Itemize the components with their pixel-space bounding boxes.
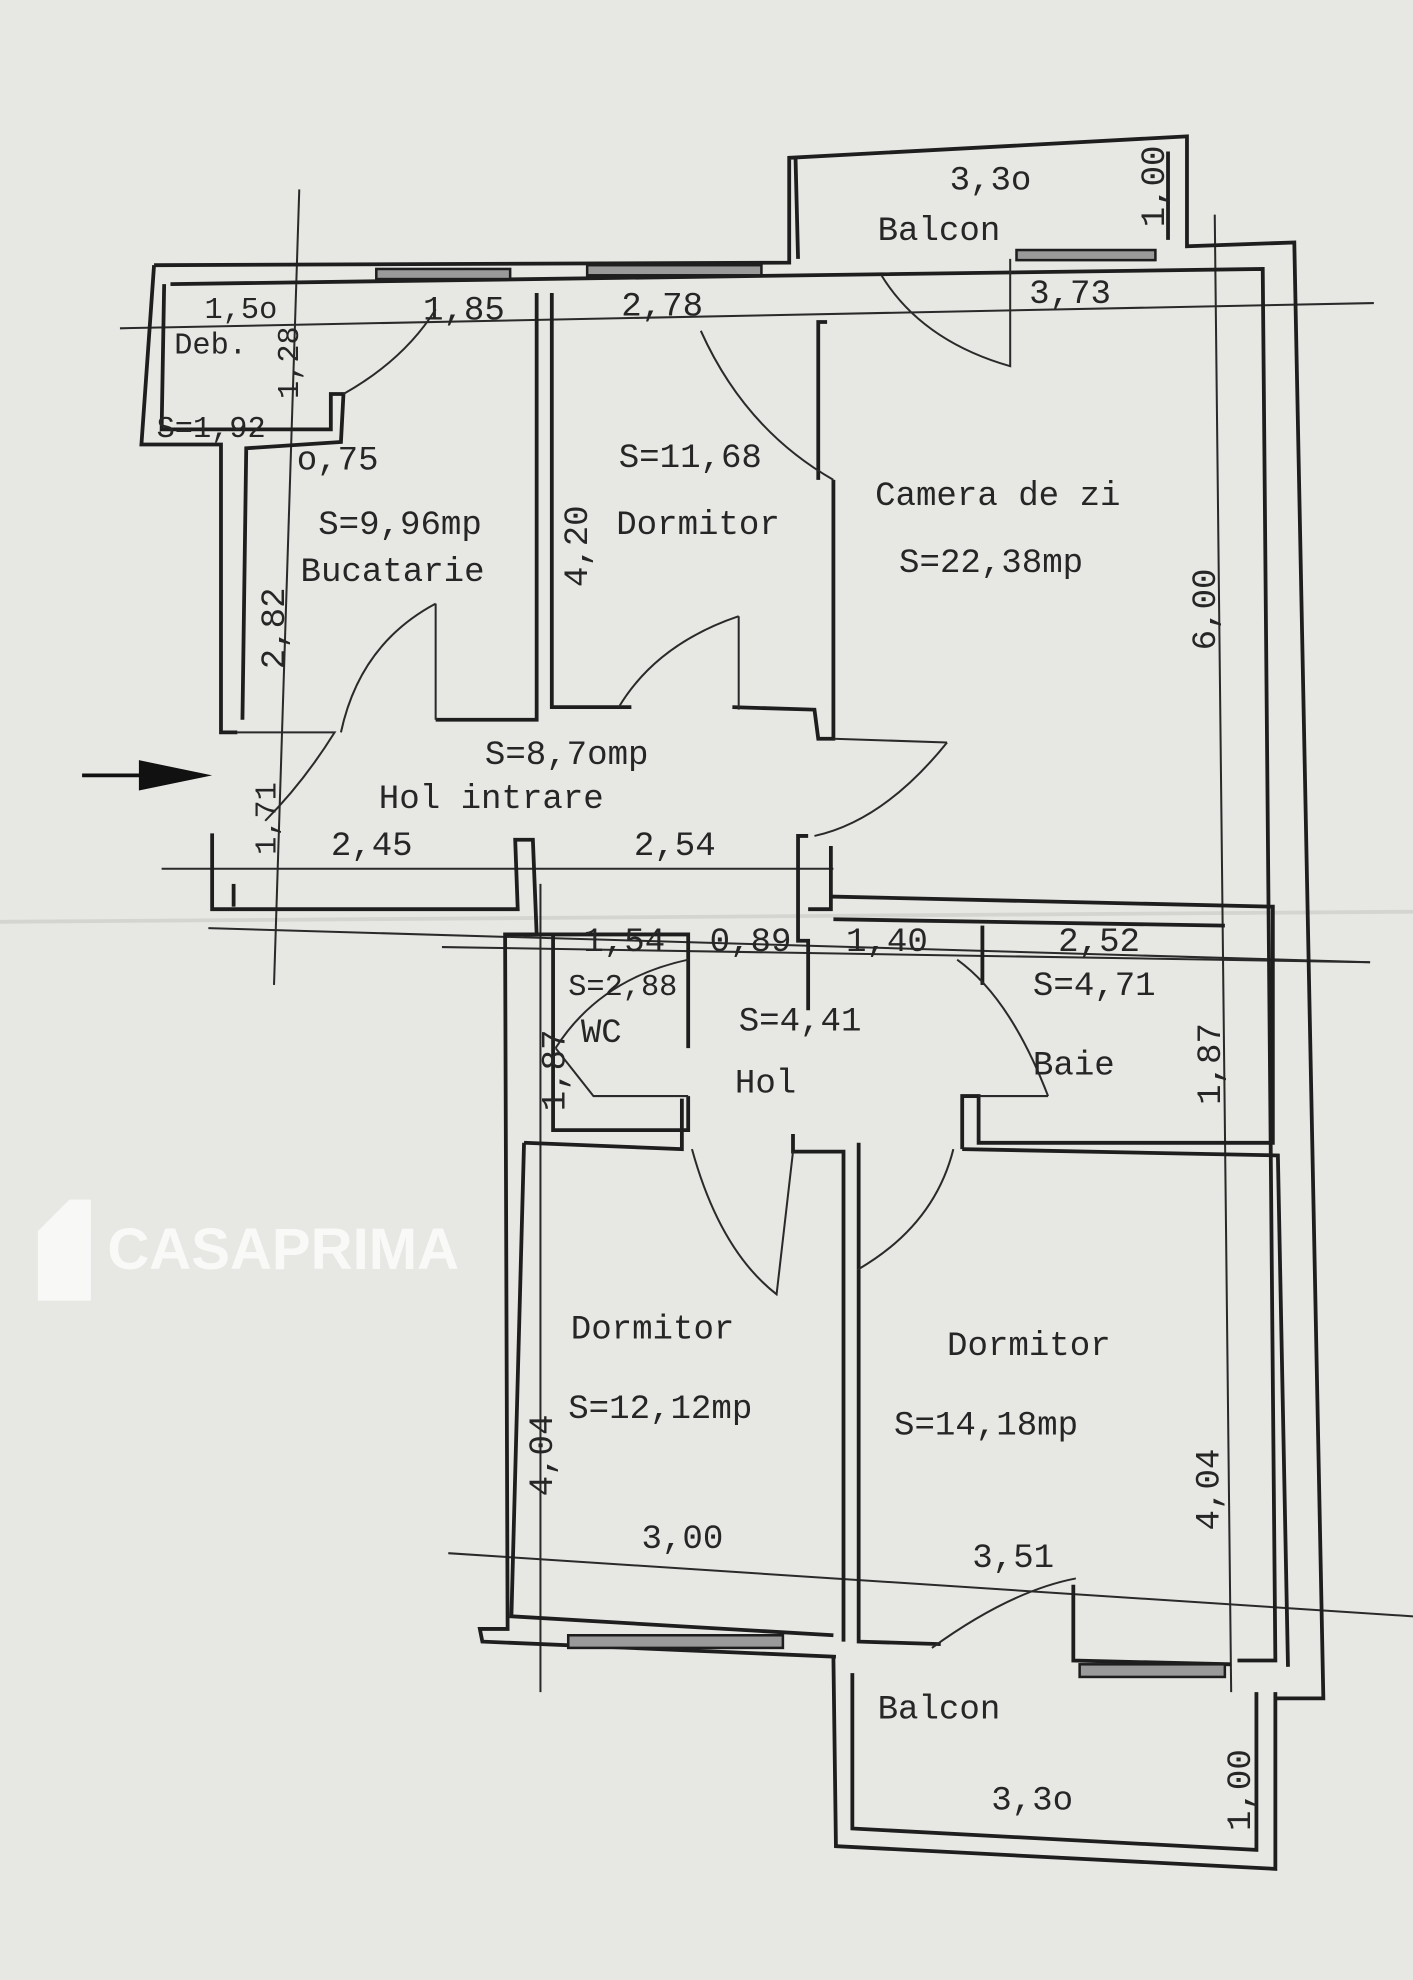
dormitor1-width: 2,78 <box>621 289 703 327</box>
paper-fold <box>0 909 1413 924</box>
hol-intrare-height: 1,71 <box>251 782 285 855</box>
balcon-top-depth: 1,00 <box>1137 145 1175 227</box>
dormitor1-name: Dormitor <box>616 507 780 545</box>
wc-height: 1,87 <box>537 1029 575 1111</box>
entrance-arrow-icon <box>82 760 213 791</box>
hol-intrare-width-right: 2,54 <box>634 828 716 866</box>
dormitor2-height: 4,04 <box>525 1415 563 1497</box>
dormitor1-height: 4,20 <box>560 505 598 587</box>
camera-area: S=22,38mp <box>899 545 1083 583</box>
walls <box>139 134 1326 1871</box>
dormitor2-area: S=12,12mp <box>568 1391 752 1429</box>
baie-area: S=4,71 <box>1033 968 1156 1006</box>
baie-name: Baie <box>1033 1048 1115 1086</box>
construction-lines <box>119 189 1413 1693</box>
wc-width: 1,54 <box>583 924 665 962</box>
baie-height: 1,87 <box>1193 1023 1231 1105</box>
balcon-top-width: 3,3o <box>950 162 1032 200</box>
bucatarie-area: S=9,96mp <box>318 507 482 545</box>
wc-area: S=2,88 <box>568 971 677 1005</box>
balcon-bottom-depth: 1,00 <box>1223 1749 1261 1831</box>
dormitor2-width: 3,00 <box>641 1521 723 1559</box>
bucatarie-dim-small: o,75 <box>297 443 379 481</box>
dormitor3-area: S=14,18mp <box>894 1407 1078 1445</box>
hol-intrare-width-left: 2,45 <box>331 828 413 866</box>
camera-height: 6,00 <box>1188 569 1226 651</box>
bucatarie-name: Bucatarie <box>301 554 485 592</box>
balcon-bottom-width: 3,3o <box>991 1783 1073 1821</box>
watermark-text: CASAPRIMA <box>107 1217 459 1282</box>
hol-width-a: 0,89 <box>710 924 792 962</box>
camera-width: 3,73 <box>1029 276 1111 314</box>
wc-name: WC <box>581 1015 622 1053</box>
dormitor1-area: S=11,68 <box>619 440 762 478</box>
bucatarie-height: 2,82 <box>257 587 295 669</box>
door-swings <box>237 258 1077 1649</box>
hol-intrare-name: Hol intrare <box>379 781 604 819</box>
dormitor3-name: Dormitor <box>947 1328 1111 1366</box>
windows <box>375 248 1227 1679</box>
debara-name: Deb. <box>174 330 247 364</box>
debara-dim: 1,28 <box>274 326 308 399</box>
hol-intrare-area: S=8,7omp <box>485 737 649 775</box>
debara-width: 1,5o <box>205 294 278 328</box>
watermark-logo: CASAPRIMA <box>37 1199 459 1301</box>
dormitor3-height: 4,04 <box>1192 1449 1230 1531</box>
balcon-top-name: Balcon <box>878 213 1001 251</box>
hol-width-b: 1,40 <box>846 924 928 962</box>
hol-name: Hol <box>735 1065 796 1103</box>
balcon-bottom-name: Balcon <box>878 1692 1001 1730</box>
camera-name: Camera de zi <box>875 478 1120 516</box>
labels: 3,3o Balcon 1,00 1,5o Deb. 1,28 S=1,92 1… <box>157 145 1262 1831</box>
debara-area: S=1,92 <box>157 413 266 447</box>
dormitor3-width: 3,51 <box>972 1540 1054 1578</box>
hol-area: S=4,41 <box>739 1003 862 1041</box>
baie-width: 2,52 <box>1058 924 1140 962</box>
bucatarie-width: 1,85 <box>423 292 505 330</box>
dormitor2-name: Dormitor <box>571 1312 735 1350</box>
